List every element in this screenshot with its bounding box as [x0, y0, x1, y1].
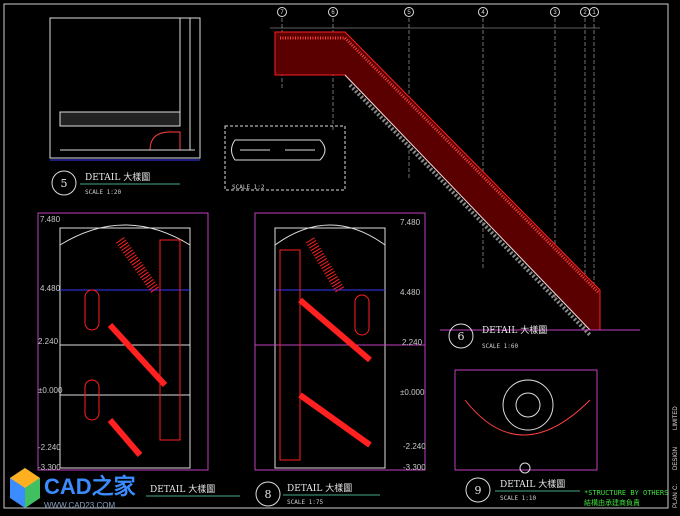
- grid-label: 3: [553, 10, 557, 16]
- detail-9-number: 9: [475, 484, 482, 497]
- level-label: 2.240: [402, 338, 423, 347]
- structure-note: *STRUCTURE BY OTHERS: [584, 489, 668, 497]
- watermark-url: WWW.CAD23.COM: [44, 501, 115, 510]
- detail-5-title: DETAIL 大樣圖: [85, 171, 150, 183]
- detail-5-scale: SCALE 1:20: [85, 189, 122, 196]
- level-markers-detail-8: 7.480 4.480 2.240 ±0.000 -2.240 -3.300: [400, 218, 426, 472]
- title-block: DESIGN LIMITED C. PLAN: [673, 406, 679, 508]
- detail-7-label: DETAIL 大樣圖: [146, 483, 240, 497]
- detail-8-bubble: [255, 481, 281, 507]
- level-markers-detail-7: 7.480 4.480 2.240 ±0.000 -2.240 -3.300: [38, 215, 63, 472]
- detail-5-drawing: [49, 17, 201, 161]
- detail-8-title: DETAIL 大樣圖: [287, 482, 352, 494]
- level-label: 2.240: [38, 337, 59, 346]
- grid-bubble: 6: [328, 7, 338, 17]
- grid-bubble: 3: [550, 7, 560, 17]
- detail-9-label: 9 DETAIL 大樣圖 SCALE 1:10: [465, 477, 580, 503]
- detail-9-scale: SCALE 1:10: [500, 495, 537, 502]
- detail-6-label: 6 DETAIL 大樣圖 SCALE 1:60: [448, 323, 547, 350]
- level-label: -2.240: [38, 443, 61, 452]
- detail-8-label: 8 DETAIL 大樣圖 SCALE 1:75: [255, 481, 380, 507]
- title-block-text: LIMITED: [673, 406, 679, 430]
- detail-6-title: DETAIL 大樣圖: [482, 324, 547, 336]
- detail-6-scale: SCALE 1:60: [482, 343, 519, 350]
- grid-bubble: 1: [589, 7, 599, 17]
- grid-label: 6: [331, 10, 335, 16]
- structure-note-chinese: 結構由承建商負責: [584, 498, 640, 507]
- level-label: -3.300: [38, 463, 61, 472]
- detail-8-section: [254, 212, 426, 471]
- detail-6-number: 6: [458, 330, 465, 343]
- detail-9-bubble: [465, 477, 491, 503]
- detail-6-stair: [274, 31, 640, 337]
- detail-9-plan: [454, 369, 598, 474]
- level-label: ±0.000: [38, 386, 63, 395]
- grid-label: 5: [407, 10, 411, 16]
- watermark-text: CAD之家: [44, 474, 137, 499]
- detail-8-scale: SCALE 1:75: [287, 499, 324, 506]
- handrail-section-detail: [224, 125, 346, 191]
- grid-axis-bubbles: 7 6 5 4 3 2 1: [277, 7, 599, 17]
- grid-bubble: 4: [478, 7, 488, 17]
- grid-label: 4: [481, 10, 485, 16]
- level-label: -3.300: [403, 463, 426, 472]
- level-label: -2.240: [403, 442, 426, 451]
- level-label: 7.480: [40, 215, 61, 224]
- grid-bubble: 5: [404, 7, 414, 17]
- watermark-logo: CAD之家 WWW.CAD23.COM: [10, 468, 137, 510]
- detail-9-title: DETAIL 大樣圖: [500, 478, 565, 490]
- detail-5-number: 5: [61, 177, 68, 190]
- grid-label: 7: [280, 10, 284, 16]
- grid-bubble: 7: [277, 7, 287, 17]
- detail-7-section: [37, 212, 209, 471]
- grid-label: 1: [592, 10, 596, 16]
- level-label: ±0.000: [400, 388, 425, 397]
- title-block-text: PLAN: [673, 492, 679, 508]
- title-block-text: DESIGN: [673, 447, 679, 470]
- detail-5-bubble: [51, 170, 77, 196]
- grid-bubble: 2: [580, 7, 590, 17]
- level-label: 4.480: [400, 288, 421, 297]
- title-block-text: C.: [673, 484, 679, 490]
- sheet-border: [3, 3, 669, 509]
- grid-label: 2: [583, 10, 587, 16]
- handrail-section-scale: SCALE 1:2: [232, 184, 265, 191]
- level-label: 4.480: [40, 284, 61, 293]
- detail-7-title: DETAIL 大樣圖: [150, 483, 215, 495]
- detail-6-bubble: [448, 323, 474, 349]
- detail-8-number: 8: [265, 488, 272, 501]
- detail-5-label: 5 DETAIL 大樣圖 SCALE 1:20: [51, 170, 180, 196]
- level-label: 7.480: [400, 218, 421, 227]
